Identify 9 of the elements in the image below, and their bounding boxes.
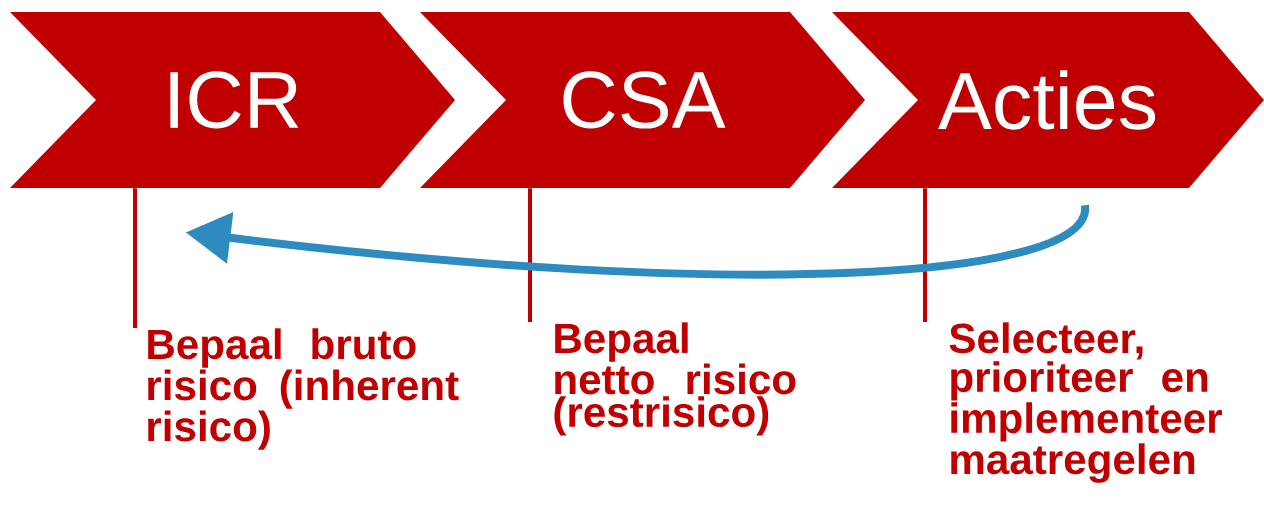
connector-line: [528, 188, 532, 322]
connector-line: [133, 188, 137, 328]
chevron-step: CSA: [420, 12, 865, 188]
connector-line: [923, 188, 927, 322]
step-description: Selecteer, prioriteer en implementeer maatregelen: [949, 322, 1222, 483]
step-description: Bepaal bruto risico (inherent risico): [148, 328, 459, 450]
step-description: Bepaal netto risico (restrisico): [554, 322, 796, 436]
chevron-step: Acties: [832, 12, 1264, 188]
chevron-step: ICR: [10, 12, 455, 188]
